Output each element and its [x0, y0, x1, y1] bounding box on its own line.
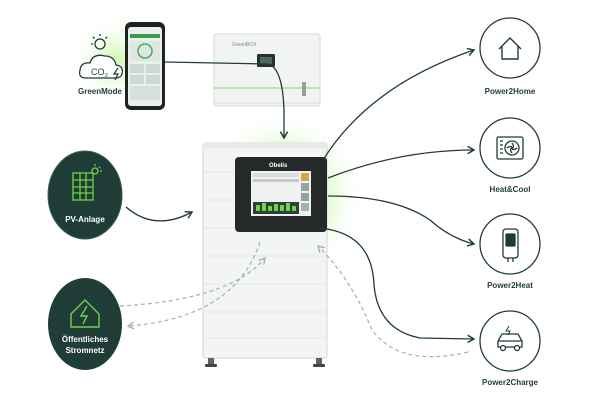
svg-text:2: 2 — [105, 73, 108, 79]
top-unit-label: GreenBOX — [232, 42, 257, 48]
arrow-system-to-heat — [327, 195, 476, 247]
pv-source-circle — [47, 150, 123, 240]
heat-cool-output-circle — [479, 117, 541, 179]
grid-label-line2: Stromnetz — [65, 346, 105, 355]
arrow-system-to-heat-cool — [327, 145, 476, 179]
arrow-phone-to-system — [164, 61, 289, 140]
arrow-pv-to-system — [125, 206, 194, 222]
heat-pump-fan-icon — [496, 136, 524, 160]
svg-text:CO: CO — [91, 67, 105, 77]
solar-panel-icon — [72, 164, 102, 201]
top-unit-handle — [302, 82, 306, 96]
arrow-system-to-charge — [317, 227, 476, 344]
house-lightning-icon — [70, 299, 100, 328]
house-icon — [498, 37, 522, 60]
electric-car-icon — [497, 325, 523, 352]
pv-label: PV-Anlage — [65, 215, 105, 224]
arrow-grid-to-system — [119, 256, 266, 307]
cabinet-foot — [316, 358, 322, 366]
arrow-system-to-grid — [126, 241, 261, 330]
smartphone — [125, 22, 165, 110]
charge-output-label: Power2Charge — [481, 378, 539, 387]
energy-storage-system: GreenBOX Obelis — [200, 33, 364, 367]
grid-source-circle — [48, 278, 122, 370]
water-heater-icon — [502, 228, 519, 262]
green-mode-label: GreenMode — [77, 87, 122, 96]
arrow-system-to-home — [322, 47, 476, 161]
heat-output-label: Power2Heat — [487, 281, 533, 290]
co2-cloud-sun-icon: CO 2 — [78, 34, 124, 81]
cabinet-foot — [208, 358, 214, 366]
grid-label-line1: Öffentliches — [61, 335, 109, 344]
home-output-circle — [479, 17, 541, 79]
brand-logo: Obelis — [269, 163, 288, 169]
arrow-charge-to-system — [317, 245, 469, 358]
heat-cool-output-label: Heat&Cool — [489, 185, 531, 194]
home-output-label: Power2Home — [484, 87, 536, 96]
